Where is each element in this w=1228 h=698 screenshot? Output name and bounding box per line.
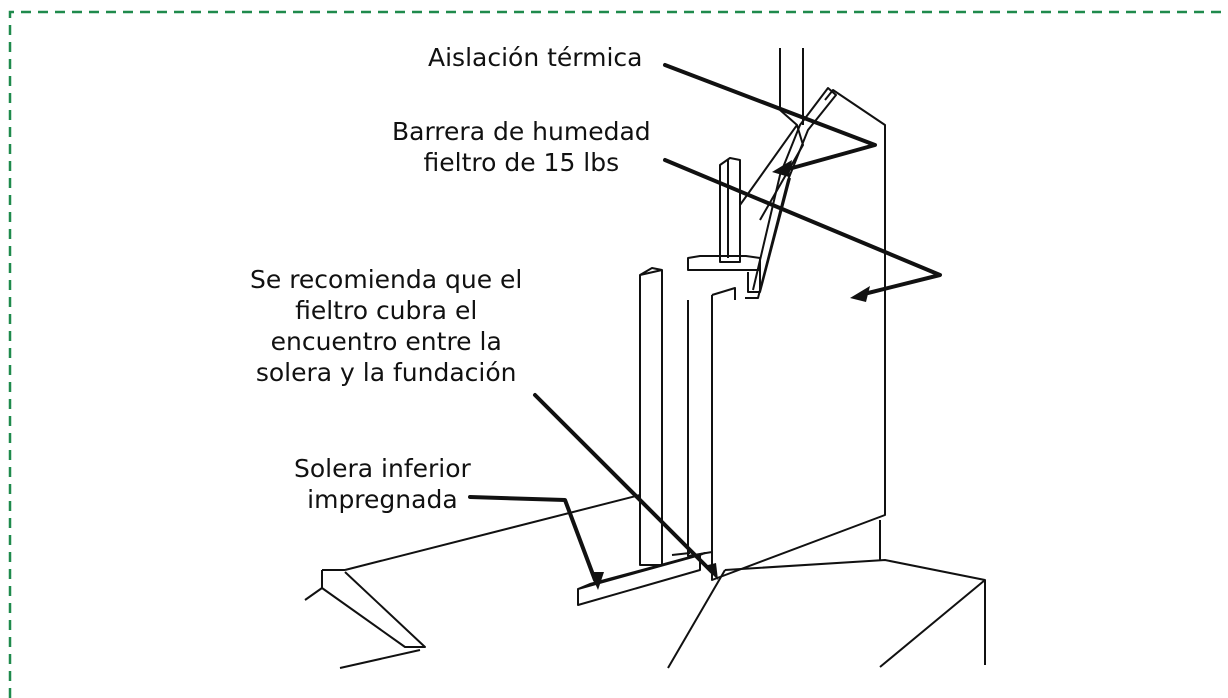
label-moisture-barrier: Barrera de humedad fieltro de 15 lbs	[392, 116, 651, 178]
label-recommendation-line-4: solera y la fundación	[255, 358, 517, 387]
label-sill-plate-line-2: impregnada	[307, 485, 458, 514]
leader-sill-plate	[468, 495, 597, 582]
arrowhead-recommendation	[704, 563, 718, 580]
label-recommendation-line-2: fieltro cubra el	[295, 296, 478, 325]
label-sill-plate: Solera inferior impregnada	[294, 453, 471, 515]
label-moisture-barrier-line-2: fieltro de 15 lbs	[423, 148, 620, 177]
moisture-barrier-layer	[745, 87, 837, 299]
label-insulation-text: Aislación térmica	[428, 43, 643, 72]
label-moisture-barrier-line-1: Barrera de humedad	[392, 117, 651, 146]
arrowhead-sill-plate	[590, 572, 604, 590]
leader-recommendation	[533, 393, 714, 574]
foundation-slab	[304, 494, 986, 669]
label-recommendation: Se recomienda que el fieltro cubra el en…	[250, 264, 522, 388]
label-recommendation-line-3: encuentro entre la	[270, 327, 502, 356]
arrowhead-moisture-barrier	[850, 286, 870, 302]
insulation-block	[739, 48, 804, 221]
arrowhead-insulation	[772, 160, 792, 177]
dashed-border	[8, 10, 1226, 698]
stud-right	[671, 295, 713, 557]
leader-insulation	[663, 63, 877, 172]
upper-stud	[719, 157, 741, 263]
label-sill-plate-line-1: Solera inferior	[294, 454, 471, 483]
label-insulation: Aislación térmica	[428, 42, 643, 73]
sheathing-panel	[711, 89, 886, 581]
label-recommendation-line-1: Se recomienda que el	[250, 265, 523, 294]
leader-moisture-barrier	[663, 158, 942, 297]
stud-left	[639, 267, 663, 566]
